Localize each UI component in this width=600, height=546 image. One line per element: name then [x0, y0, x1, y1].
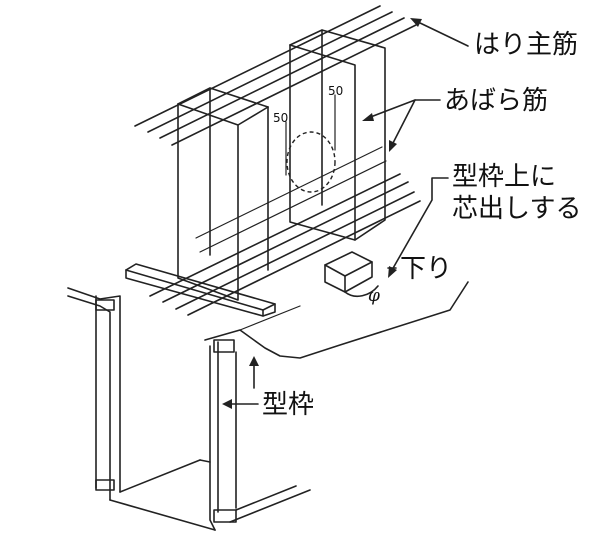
label-formwork-top-line2: 芯出しする	[452, 194, 582, 224]
label-main-bar: はり主筋	[474, 30, 579, 60]
label-formwork-top-line1: 型枠上に	[452, 162, 557, 192]
label-plumb: 下り	[400, 254, 453, 284]
stirrups	[177, 29, 386, 301]
dimension-marks: 50 50	[273, 84, 343, 193]
leaders	[222, 18, 469, 409]
plumb-bob: φ	[324, 251, 380, 306]
phi-symbol: φ	[368, 286, 380, 306]
label-stirrup: あばら筋	[444, 86, 549, 116]
label-formwork: 型枠	[262, 390, 315, 420]
spacer-bar	[125, 263, 276, 317]
detail-circle	[286, 131, 336, 193]
formwork	[67, 281, 469, 531]
dim-50-left: 50	[273, 111, 288, 125]
dim-50-right: 50	[328, 84, 343, 98]
